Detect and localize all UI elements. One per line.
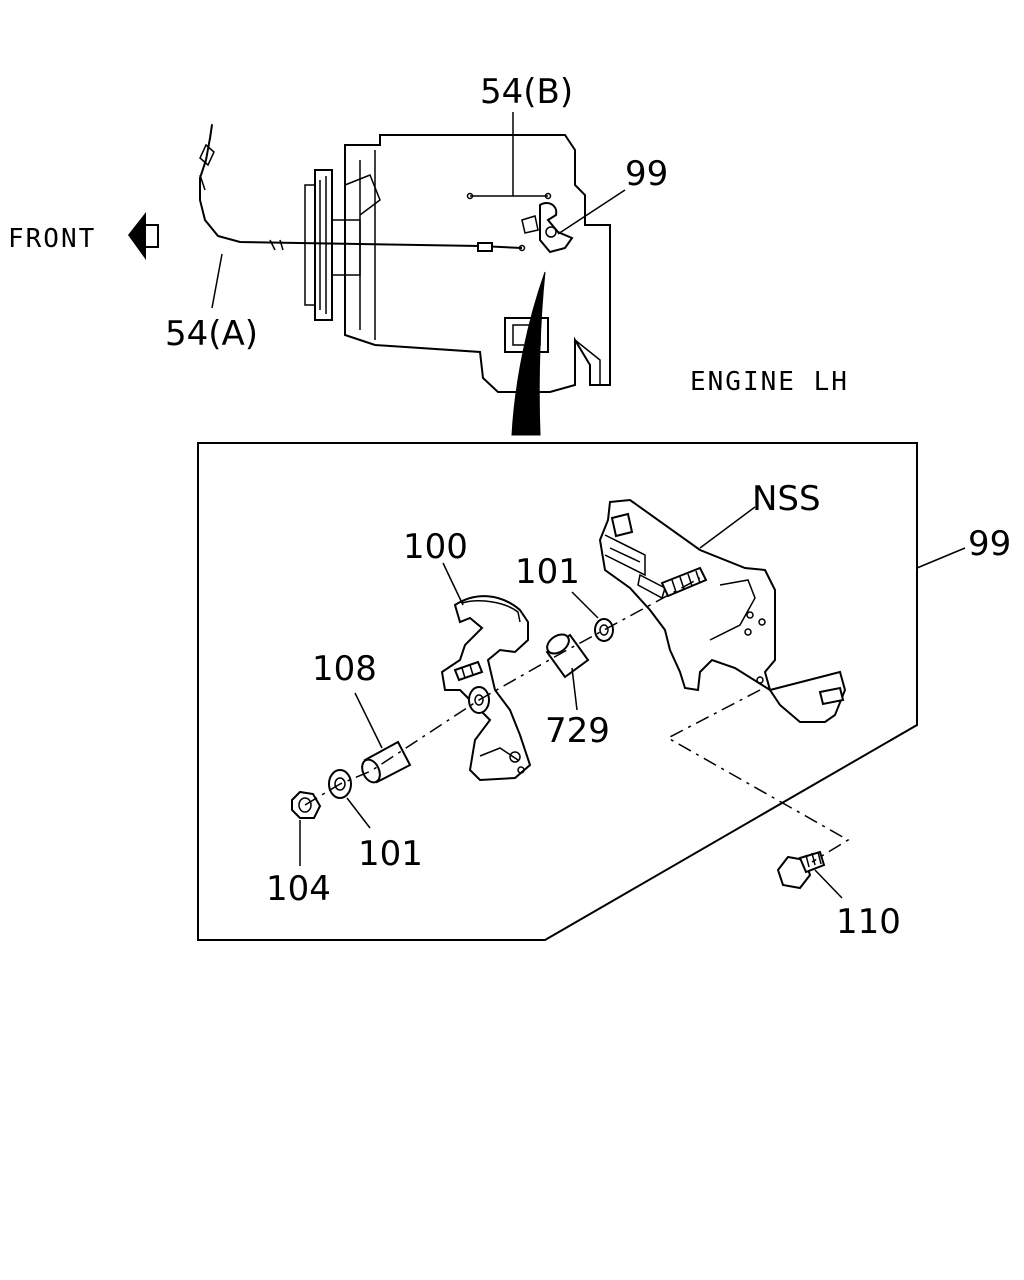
assembly-axis bbox=[304, 577, 701, 806]
washer-upper-part bbox=[594, 618, 614, 642]
assembly-frame-label: 99 bbox=[968, 524, 1011, 564]
front-label: FRONT bbox=[8, 224, 96, 254]
bracket-part bbox=[598, 498, 847, 723]
detail-frame bbox=[197, 442, 918, 941]
engine-overview bbox=[199, 123, 611, 436]
sleeve-short-label: 729 bbox=[545, 711, 610, 751]
nut-label: 104 bbox=[266, 869, 331, 909]
cable-a-label: 54(A) bbox=[165, 314, 258, 354]
assembly-top-label: 99 bbox=[625, 154, 668, 194]
washer-lower-label: 101 bbox=[358, 834, 423, 874]
bracket-label: NSS bbox=[752, 479, 821, 519]
bolt-label: 110 bbox=[836, 902, 901, 942]
left-arrow-icon bbox=[128, 212, 158, 260]
bolt-axis bbox=[666, 689, 850, 863]
bolt-part bbox=[776, 850, 826, 890]
lever-part bbox=[440, 595, 532, 782]
cable-b-label: 54(B) bbox=[480, 72, 573, 112]
sleeve-long-part bbox=[361, 740, 412, 784]
sleeve-short-part bbox=[545, 633, 590, 679]
sleeve-long-label: 108 bbox=[312, 649, 377, 689]
lever-label: 100 bbox=[403, 527, 468, 567]
engine-side-label: ENGINE LH bbox=[690, 367, 849, 397]
washer-upper-label: 101 bbox=[515, 552, 580, 592]
